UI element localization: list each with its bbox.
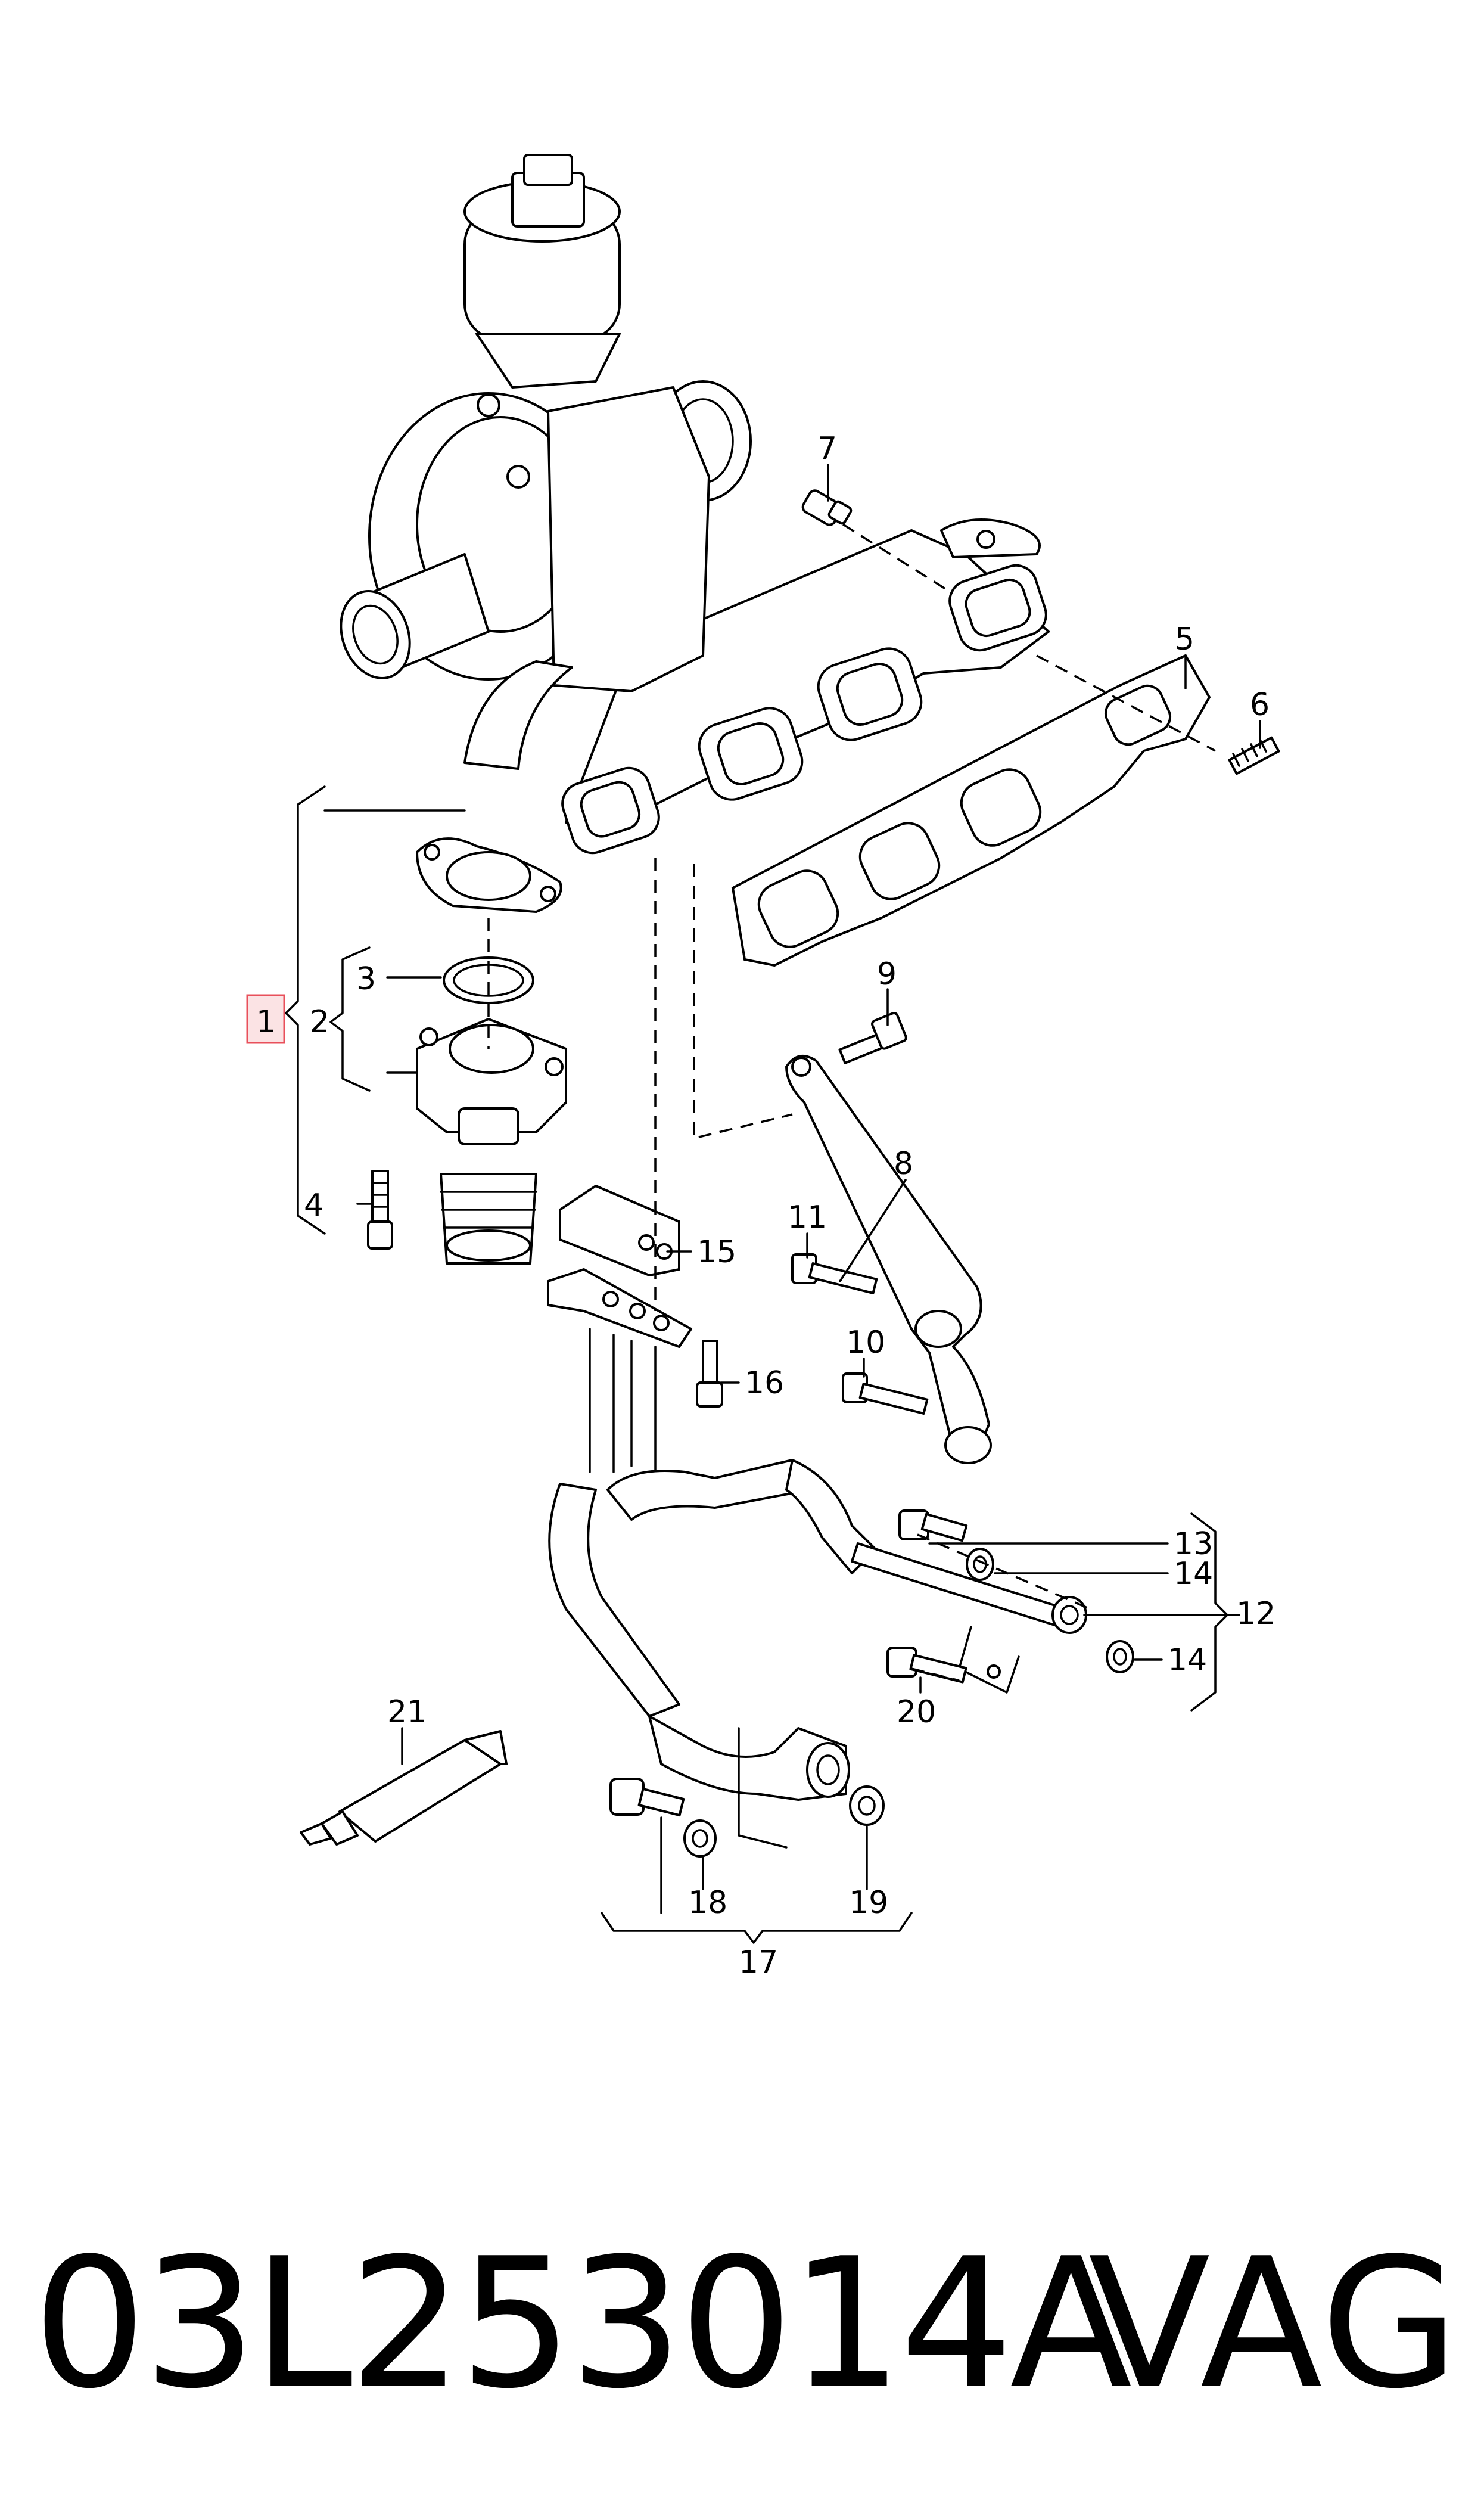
sealant-tube xyxy=(300,1730,508,1846)
callout-4: 4 xyxy=(304,1188,323,1223)
callout-20: 20 xyxy=(897,1694,936,1730)
part-number: 03L253014A xyxy=(33,2220,1132,2428)
callout-21: 21 xyxy=(387,1694,427,1730)
callout-8: 8 xyxy=(894,1146,913,1182)
callout-14a: 14 xyxy=(1174,1556,1213,1592)
callout-1: 1 xyxy=(256,1004,276,1040)
callout-3: 3 xyxy=(356,961,376,997)
callout-15: 15 xyxy=(697,1234,736,1270)
assembly-lines xyxy=(487,523,1216,1682)
callout-9: 9 xyxy=(877,956,897,992)
bolt-4 xyxy=(367,1170,393,1250)
retaining-plate-15 xyxy=(547,1185,692,1348)
leader-lines xyxy=(323,464,1261,1914)
bolt-16 xyxy=(696,1340,723,1408)
callout-12: 12 xyxy=(1236,1596,1275,1632)
washer-19 xyxy=(849,1785,885,1826)
callout-7: 7 xyxy=(817,431,837,467)
exhaust-manifold xyxy=(561,518,1050,855)
callout-2: 2 xyxy=(310,1004,329,1040)
turbocharger xyxy=(340,154,752,770)
washer-18 xyxy=(683,1819,717,1858)
callout-10: 10 xyxy=(846,1325,885,1361)
washer-14c xyxy=(1106,1640,1134,1673)
highlight-box xyxy=(246,994,285,1044)
callout-11: 11 xyxy=(788,1200,827,1235)
stud-bolt-6 xyxy=(1228,736,1280,775)
callout-17: 17 xyxy=(739,1945,778,1980)
callout-19: 19 xyxy=(849,1885,888,1921)
banjo-bolt-18 xyxy=(609,1778,685,1817)
callout-13: 13 xyxy=(1174,1526,1213,1562)
oil-line xyxy=(548,1328,1087,1849)
bracket-small xyxy=(958,1626,1020,1694)
washer-14a xyxy=(966,1548,994,1581)
stud-bolt-7 xyxy=(801,489,853,526)
bolt-10 xyxy=(842,1372,929,1415)
support-bracket xyxy=(785,1055,992,1464)
turbo-flange xyxy=(416,837,562,913)
bolt-11 xyxy=(791,1253,878,1294)
manifold-gasket xyxy=(731,654,1211,967)
exploded-parts-diagram: 1 2 3 4 5 6 7 8 9 10 11 12 13 14 14 15 1… xyxy=(246,154,1280,1980)
bolt-20 xyxy=(886,1647,967,1684)
callout-14c: 14 xyxy=(1168,1642,1207,1678)
callout-labels: 1 2 3 4 5 6 7 8 9 10 11 12 13 14 14 15 1… xyxy=(256,431,1275,1980)
brand-label: VAG xyxy=(1088,2220,1460,2428)
callout-6: 6 xyxy=(1250,687,1270,723)
connecting-piece xyxy=(416,1018,567,1265)
callout-16: 16 xyxy=(745,1365,784,1401)
callout-5: 5 xyxy=(1175,622,1194,657)
group-braces xyxy=(285,785,1228,1944)
bolt-9 xyxy=(838,1012,907,1064)
banjo-bolt-13 xyxy=(898,1509,968,1542)
callout-18: 18 xyxy=(688,1885,727,1921)
